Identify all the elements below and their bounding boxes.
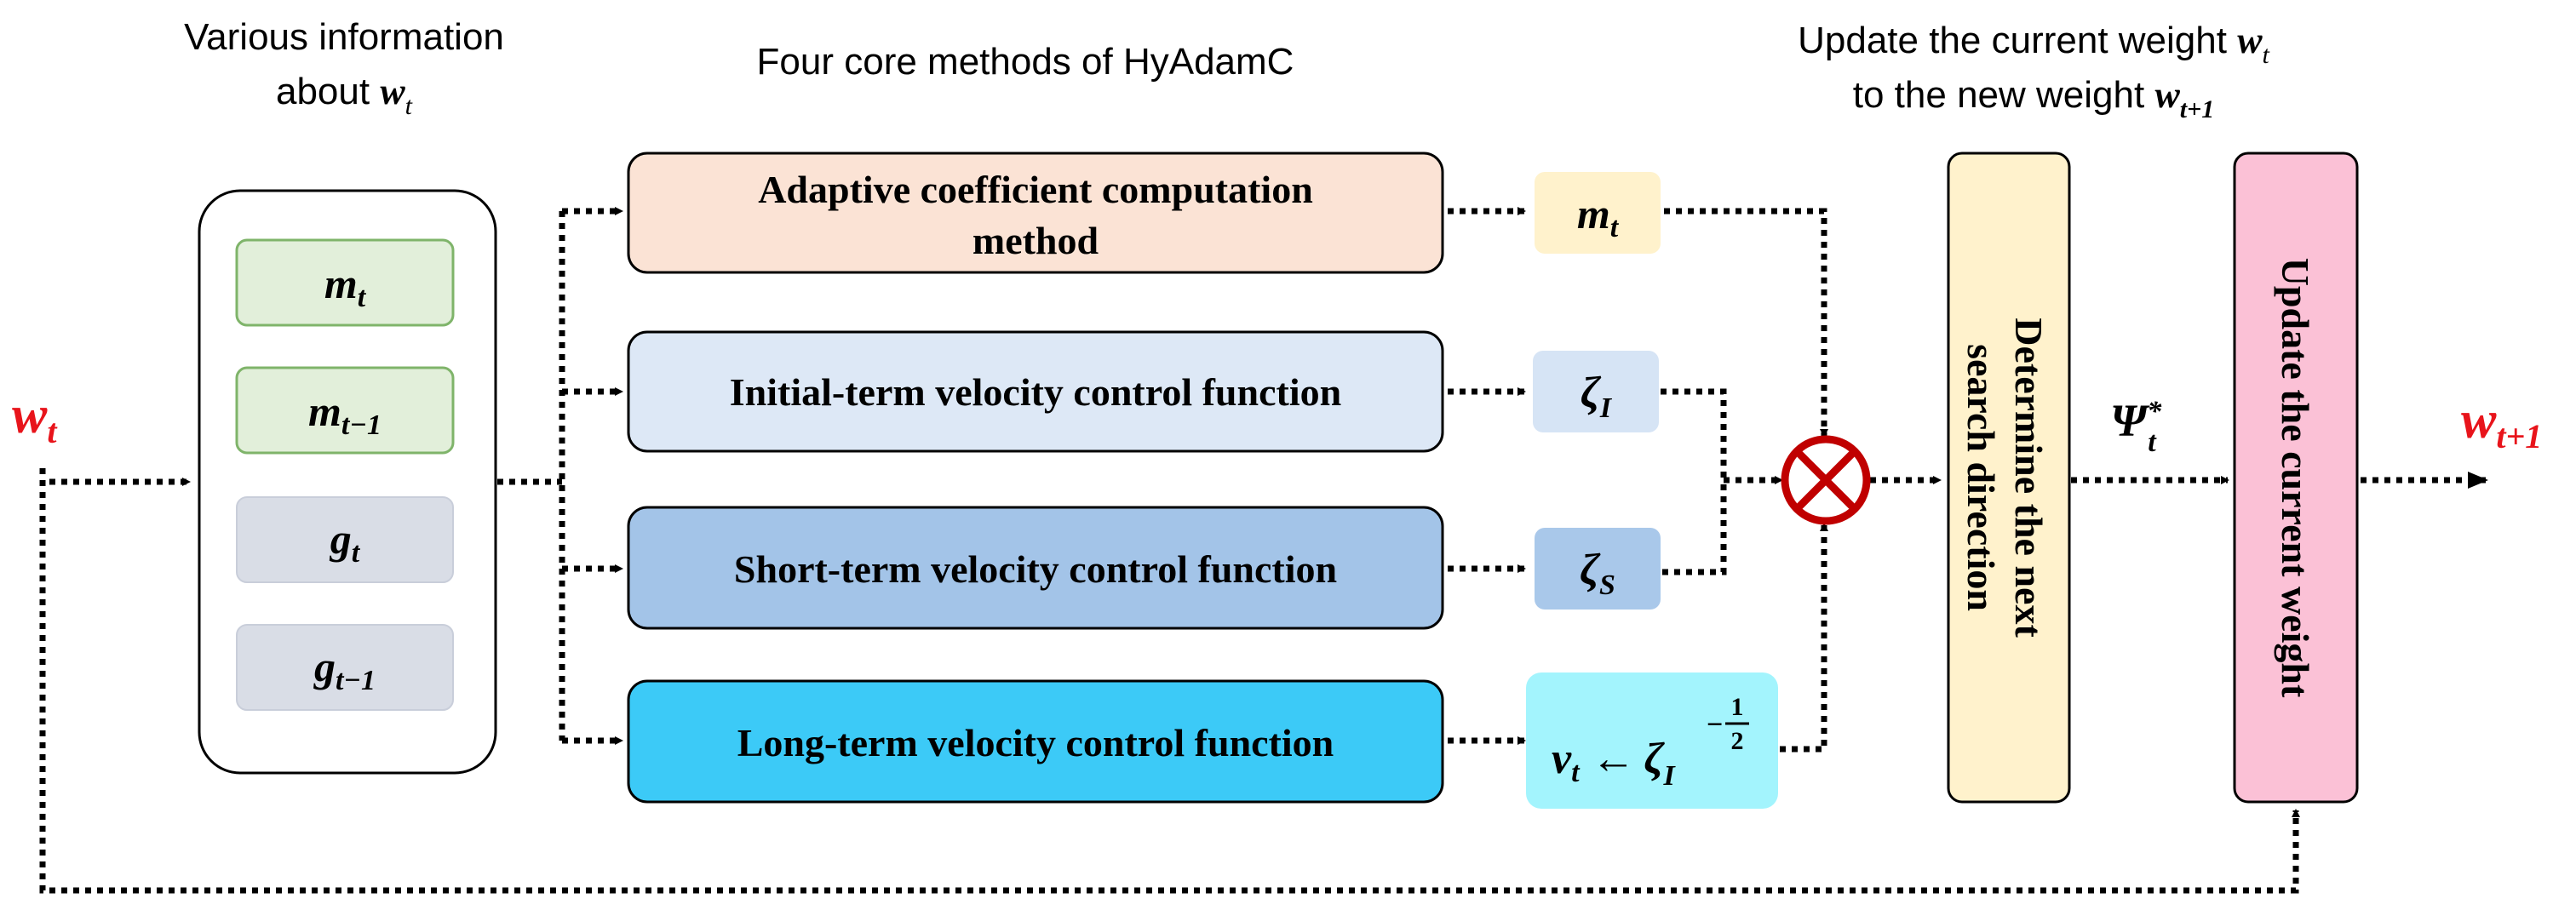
output-zeta-i-label: ζI (1581, 369, 1613, 424)
info-item-g-t-label: gt (330, 515, 361, 569)
heading-info-line1: Various information (184, 16, 504, 58)
info-item-g-t-1: gt−1 (236, 624, 454, 711)
output-zeta-s-box (1535, 528, 1661, 610)
output-v-t-box (1526, 672, 1778, 809)
heading-update-symbol2: w (2154, 74, 2180, 116)
psi-label: Ψ*t (2110, 395, 2162, 458)
connectors (39, 207, 2488, 894)
connector-m-to-mult (1664, 208, 1828, 438)
heading-update-prefix1: Update the current weight (1798, 20, 2237, 61)
input-weight-label: wt (12, 386, 58, 450)
output-zeta-s: ζS (1535, 528, 1661, 610)
method-initial-term-box (627, 330, 1444, 453)
connector-zetaS-to-mult (1662, 480, 1727, 575)
output-v-t-lhs-sub: t (1571, 757, 1581, 788)
multiply-operator-icon (1781, 435, 1871, 525)
output-zeta-i-symbol: ζ (1581, 369, 1602, 417)
info-item-m-t-1-box (235, 366, 455, 455)
output-weight-sub: t+1 (2496, 417, 2542, 455)
method-short-term-label: Short-term velocity control function (734, 547, 1337, 591)
method-adaptive-coefficient-box (627, 152, 1444, 274)
heading-update-line1: Update the current weight wt (1798, 20, 2269, 69)
info-item-m-t-sub: t (358, 282, 367, 313)
method-initial-term: Initial-term velocity control function (627, 330, 1444, 453)
output-v-t-arrow: ← (1592, 735, 1636, 783)
output-zeta-i-box (1533, 351, 1659, 432)
output-v-t-label: vt ←ζI (1552, 735, 1676, 792)
info-item-g-t: gt (236, 496, 454, 583)
update-box-rect (2233, 152, 2359, 804)
info-item-g-t-1-box (236, 624, 454, 711)
method-adaptive-coefficient-line1: Adaptive coefficient computation (758, 168, 1313, 211)
connector-zetaI-to-mult (1661, 388, 1727, 480)
output-v-t-symbol: ζ (1644, 735, 1666, 783)
output-v-t-exp-num: 1 (1731, 693, 1744, 721)
update-box-label: Update the current weight (2274, 258, 2317, 698)
output-weight-symbol: w (2461, 392, 2497, 449)
output-zeta-s-symbol: ζ (1580, 546, 1601, 594)
method-short-term: Short-term velocity control function (627, 506, 1444, 630)
info-item-m-t-symbol: m (324, 260, 358, 307)
info-item-g-t-1-label: gt−1 (313, 643, 376, 696)
info-item-g-t-1-sub: t−1 (336, 665, 376, 696)
output-m-t-sub: t (1610, 212, 1620, 243)
psi-symbol: Ψ (2110, 395, 2150, 446)
heading-info-symbol: w (380, 71, 405, 112)
output-v-t-lhs: v (1552, 735, 1572, 783)
info-item-g-t-symbol: g (330, 515, 352, 563)
heading-update-weight: Update the current weight wt to the new … (1798, 20, 2269, 123)
direction-box-line1: Determine the next (2007, 318, 2051, 638)
output-m-t-box (1535, 172, 1661, 254)
heading-info-sub: t (405, 92, 413, 120)
info-item-g-t-sub: t (352, 537, 361, 569)
output-m-t-symbol: m (1577, 190, 1610, 238)
info-item-m-t-box (235, 238, 455, 327)
input-weight-sub: t (47, 412, 58, 450)
method-short-term-box (627, 506, 1444, 630)
direction-box: Determine the next search direction (1947, 152, 2071, 804)
method-long-term: Long-term velocity control function (627, 679, 1444, 804)
output-zeta-i-sub: I (1599, 392, 1613, 424)
output-zeta-s-label: ζS (1580, 546, 1615, 601)
info-item-m-t-1-sub: t−1 (341, 409, 382, 441)
info-item-m-t-label: mt (324, 260, 367, 313)
heading-four-core-methods: Four core methods of HyAdamC (757, 41, 1294, 83)
output-m-t: mt (1535, 172, 1661, 254)
output-v-t-exp-den: 2 (1731, 727, 1744, 755)
info-item-g-t-box (236, 496, 454, 583)
info-item-m-t-1: mt−1 (235, 366, 455, 455)
psi-sub: t (2148, 426, 2157, 458)
info-item-m-t-1-label: mt−1 (308, 387, 382, 441)
method-initial-term-label: Initial-term velocity control function (730, 370, 1341, 414)
heading-update-sub2: t+1 (2180, 95, 2214, 123)
output-v-t-exp-sign: − (1707, 709, 1723, 741)
heading-info-line2: about wt (276, 71, 413, 120)
output-zeta-i: ζI (1533, 351, 1659, 432)
direction-box-rect (1947, 152, 2071, 804)
heading-various-information: Various information about wt (184, 16, 504, 120)
output-v-t-sub: I (1662, 760, 1676, 792)
heading-update-line2: to the new weight wt+1 (1853, 74, 2214, 123)
direction-box-line2: search direction (1959, 344, 2003, 611)
heading-info-prefix: about (276, 71, 380, 112)
output-weight-label: wt+1 (2461, 392, 2542, 455)
method-long-term-label: Long-term velocity control function (737, 721, 1334, 764)
heading-update-prefix2: to the new weight (1853, 74, 2155, 116)
update-box: Update the current weight (2233, 152, 2359, 804)
info-item-m-t-1-symbol: m (308, 387, 341, 435)
heading-update-symbol1: w (2237, 20, 2263, 61)
method-adaptive-coefficient: Adaptive coefficient computation method (627, 152, 1444, 274)
output-zeta-s-sub: S (1599, 569, 1615, 601)
method-long-term-box (627, 679, 1444, 804)
psi-sup: * (2147, 396, 2162, 427)
method-adaptive-coefficient-line2: method (972, 219, 1099, 262)
output-v-t: vt ←ζI − 1 2 (1526, 672, 1778, 809)
heading-update-sub1: t (2263, 41, 2270, 69)
output-m-t-label: mt (1577, 190, 1620, 243)
input-weight-symbol: w (12, 386, 48, 444)
info-item-g-t-1-symbol: g (313, 643, 336, 690)
connector-v-to-mult (1780, 523, 1828, 753)
info-item-m-t: mt (235, 238, 455, 327)
